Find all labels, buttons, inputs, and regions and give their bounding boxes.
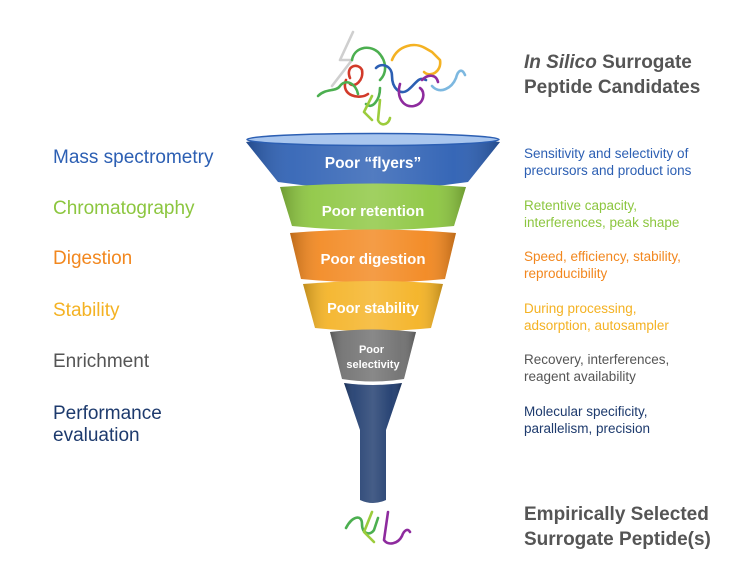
peptide-strand-purple <box>382 510 412 545</box>
funnel-spout-shade <box>344 383 402 503</box>
selected-peptide-squiggles <box>344 510 412 545</box>
stage-mass-spectrometry: Poor “flyers” <box>246 132 500 189</box>
bottom-title: Empirically Selected Surrogate Peptide(s… <box>524 502 711 552</box>
stage-enrichment: Poor selectivity <box>330 329 416 382</box>
stage-band-shade <box>280 183 466 230</box>
peptide-strand-green-2 <box>316 81 360 98</box>
right-desc-enrichment: Recovery, interferences,reagent availabi… <box>524 352 670 384</box>
stage-performance-evaluation <box>344 383 402 503</box>
right-desc-stability: During processing,adsorption, autosample… <box>524 301 669 333</box>
left-label-mass-spectrometry: Mass spectrometry <box>53 147 214 168</box>
right-desc-chromatography: Retentive capacity,interferences, peak s… <box>524 198 680 230</box>
stage-band-shade <box>330 329 416 382</box>
funnel-rim <box>246 132 500 147</box>
bottom-title-line1: Empirically Selected <box>524 504 709 525</box>
peptide-candidates-squiggles <box>316 30 467 126</box>
right-desc-performance-evaluation: Molecular specificity,parallelism, preci… <box>524 404 651 436</box>
stage-band-shade <box>303 281 443 331</box>
peptide-strand-orange <box>390 43 442 76</box>
stage-band-shade <box>290 229 456 283</box>
top-title-rest: Surrogate <box>596 52 692 73</box>
peptide-strand-gray <box>330 30 355 88</box>
stage-label: Poor “flyers” <box>325 155 421 172</box>
stage-label: Poor retention <box>322 203 425 220</box>
left-label-enrichment: Enrichment <box>53 351 150 372</box>
bottom-title-line2: Surrogate Peptide(s) <box>524 529 711 550</box>
stage-label: Poor stability <box>327 301 419 317</box>
peptide-strand-lime <box>362 94 392 126</box>
left-label-digestion: Digestion <box>53 248 133 269</box>
left-label-stability: Stability <box>53 300 120 321</box>
peptide-strand-green <box>344 516 380 535</box>
peptide-strand-lime <box>362 510 376 544</box>
stage-label: Poor digestion <box>321 251 426 268</box>
stage-chromatography: Poor retention <box>280 183 466 230</box>
top-title-italic: In Silico <box>524 52 597 73</box>
funnel: Poor “flyers” Poor retention Poor digest… <box>246 132 500 503</box>
stage-digestion: Poor digestion <box>290 229 456 283</box>
right-desc-digestion: Speed, efficiency, stability,reproducibi… <box>524 249 681 281</box>
peptide-strand-purple <box>397 74 440 108</box>
peptide-strand-blue-light <box>430 69 467 92</box>
stage-stability: Poor stability <box>303 281 443 331</box>
stage-band-shade <box>246 134 500 189</box>
stage-label: Poor selectivity <box>346 344 400 371</box>
top-title: In Silico Surrogate Peptide Candidates <box>524 50 700 100</box>
left-label-chromatography: Chromatography <box>53 198 195 219</box>
top-title-line2: Peptide Candidates <box>524 77 701 98</box>
peptide-strand-blue <box>374 63 428 94</box>
